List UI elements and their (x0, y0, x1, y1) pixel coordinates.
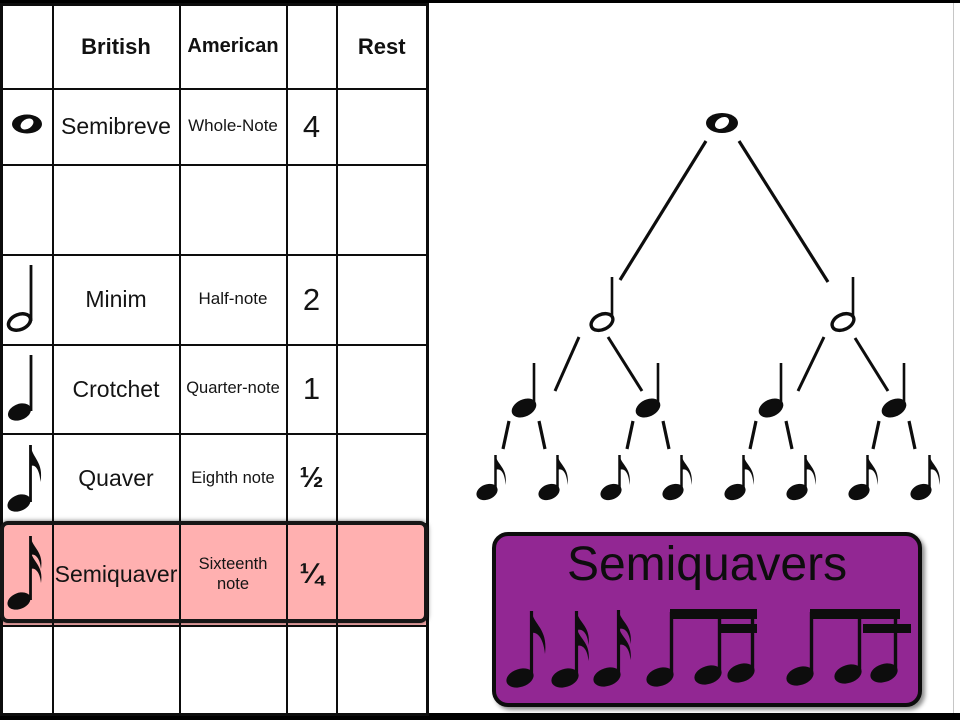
branch-line (737, 140, 830, 283)
rest-cell (335, 343, 429, 435)
beamed-eighth-two-sixteenths-icon (646, 609, 757, 687)
table-row-semibreve: Semibreve Whole-Note 4 (0, 87, 429, 166)
tree-eighth-note-icon (472, 453, 508, 505)
tree-half-note-icon (827, 275, 859, 336)
tree-half-note-icon (586, 275, 618, 336)
branch-line (784, 420, 794, 450)
rest-cell (335, 253, 429, 346)
table-row-semiquaver-highlighted: Semiquaver Sixteenth note ¼ (0, 522, 429, 627)
note-icon-cell (0, 432, 54, 525)
beat-value: 2 (285, 253, 338, 346)
british-name: Quaver (51, 432, 181, 525)
tree-quarter-note-icon (754, 361, 788, 423)
branch-line (606, 336, 644, 392)
note-value-table: British American Rest Semibreve Whole-No… (0, 3, 429, 716)
branch-line (748, 420, 758, 450)
tree-quarter-note-icon (507, 361, 541, 423)
branch-line (853, 337, 890, 392)
table-row-crotchet: Crotchet Quarter-note 1 (0, 343, 429, 435)
american-name: Quarter-note (178, 343, 288, 435)
callout-title: Semiquavers (566, 538, 848, 591)
beat-value: ¼ (285, 522, 338, 627)
note-icon-cell (0, 163, 54, 256)
tree-eighth-note-icon (658, 453, 694, 505)
british-name (51, 163, 181, 256)
sixteenth-note-icon (7, 536, 42, 610)
branch-line (871, 420, 881, 450)
note-icon-cell (0, 253, 54, 346)
tree-whole-note-icon (706, 113, 738, 133)
quarter-note-icon (8, 354, 33, 421)
note-icon-cell (0, 522, 54, 627)
branch-line (553, 336, 581, 392)
eighth-note-icon (7, 445, 42, 512)
letterbox-bottom (0, 713, 960, 720)
american-name: Whole-Note (178, 87, 288, 166)
rest-cell (335, 87, 429, 166)
american-name (178, 163, 288, 256)
british-name: Semiquaver (51, 522, 181, 627)
rest-cell (335, 522, 429, 627)
header-row: British American Rest (0, 3, 429, 90)
rest-cell (335, 163, 429, 256)
eighth-note-icon (506, 611, 546, 688)
british-name (51, 624, 181, 716)
british-name: Semibreve (51, 87, 181, 166)
note-icon-cell (0, 343, 54, 435)
tree-eighth-note-icon (534, 453, 570, 505)
tree-eighth-note-icon (906, 453, 942, 505)
british-name: Crotchet (51, 343, 181, 435)
note-icon-cell (0, 87, 54, 166)
sixteenth-note-icon (551, 611, 589, 688)
branch-line (537, 420, 547, 450)
semiquavers-callout: Semiquavers (492, 532, 922, 707)
tree-quarter-note-icon (631, 361, 665, 423)
american-name: Eighth note (178, 432, 288, 525)
table-row-minim: Minim Half-note 2 (0, 253, 429, 346)
header-american: American (178, 3, 288, 90)
header-rest: Rest (335, 3, 429, 90)
slide-right-edge (953, 3, 954, 713)
american-name: Sixteenth note (178, 522, 288, 627)
rest-cell (335, 624, 429, 716)
tree-eighth-note-icon (720, 453, 756, 505)
branch-line (618, 140, 708, 281)
tree-eighth-note-icon (596, 453, 632, 505)
beat-value: ½ (285, 432, 338, 525)
branch-line (907, 420, 917, 450)
beamed-eighth-two-sixteenths-icon (786, 609, 911, 686)
header-symbol (0, 3, 54, 90)
tree-quarter-note-icon (877, 361, 911, 423)
tree-eighth-note-icon (844, 453, 880, 505)
header-british: British (51, 3, 181, 90)
beat-value (285, 163, 338, 256)
tree-eighth-note-icon (782, 453, 818, 505)
branch-line (661, 420, 671, 450)
sixteenth-note-icon (593, 610, 631, 687)
american-name: Half-note (178, 253, 288, 346)
rest-cell (335, 432, 429, 525)
table-row-empty-bottom (0, 624, 429, 716)
branch-line (796, 336, 826, 392)
british-name: Minim (51, 253, 181, 346)
half-note-icon (6, 265, 33, 332)
beat-value: 4 (285, 87, 338, 166)
semiquaver-notation-icons (506, 609, 911, 688)
beat-value: 1 (285, 343, 338, 435)
table-row-quaver: Quaver Eighth note ½ (0, 432, 429, 525)
letterbox-top (0, 0, 960, 3)
beat-value (285, 624, 338, 716)
whole-note-icon (12, 114, 43, 134)
header-value (285, 3, 338, 90)
table-row-empty (0, 163, 429, 256)
branch-line (501, 420, 511, 450)
note-icon-cell (0, 624, 54, 716)
american-name (178, 624, 288, 716)
branch-line (625, 420, 635, 450)
